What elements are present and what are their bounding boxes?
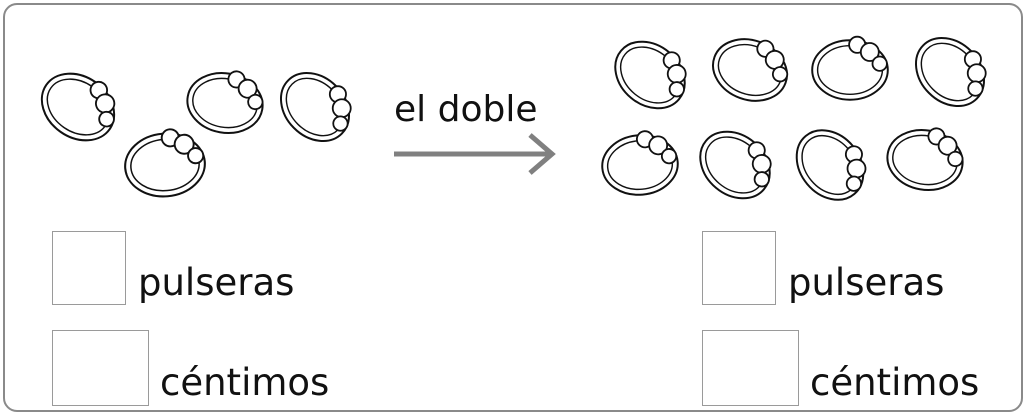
bracelet-icon: [901, 20, 1002, 121]
arrow-label: el doble: [394, 89, 538, 130]
right-bracelets-label: pulseras: [788, 261, 945, 304]
bracelet-icon: [598, 127, 682, 199]
bracelet-icon: [781, 113, 881, 215]
left-bracelets-answer-box[interactable]: [52, 231, 126, 305]
bracelet-icon: [600, 24, 702, 124]
bracelet-icon: [121, 125, 209, 201]
left-bracelets-label: pulseras: [138, 261, 295, 304]
bracelet-icon: [703, 24, 798, 112]
right-bracelets: [598, 20, 1002, 215]
bracelet-icon: [266, 55, 367, 156]
right-bracelets-answer-box[interactable]: [702, 231, 776, 305]
left-cents-label: céntimos: [160, 361, 330, 404]
right-cents-label: céntimos: [810, 361, 980, 404]
bracelet-icon: [881, 119, 969, 197]
right-cents-answer-box[interactable]: [702, 330, 799, 406]
bracelet-icon: [30, 55, 131, 156]
left-bracelets: [30, 55, 367, 201]
arrow-right-icon: [394, 133, 556, 175]
bracelet-icon: [811, 35, 889, 101]
left-cents-answer-box[interactable]: [52, 330, 149, 406]
bracelet-icon: [685, 114, 787, 214]
exercise-frame: [3, 3, 1023, 412]
bracelet-icon: [181, 62, 269, 140]
